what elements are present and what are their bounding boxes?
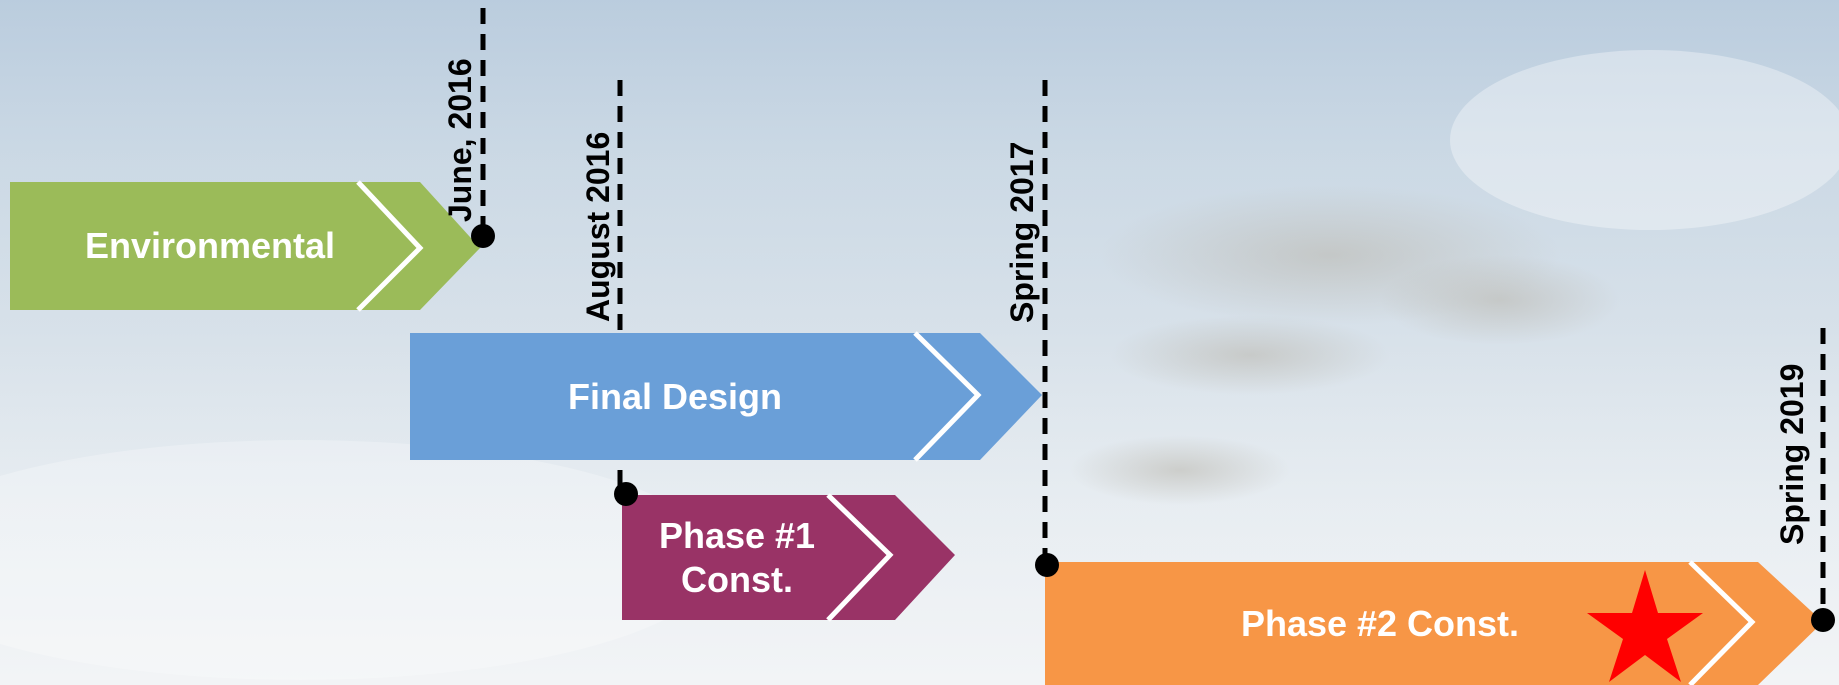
phase-arrow-environmental: [10, 180, 480, 312]
milestone-dot-spring-2017: [1035, 553, 1059, 577]
milestone-dot-june-2016: [471, 224, 495, 248]
milestone-label-spring-2017: Spring 2017: [1004, 141, 1040, 323]
phase-arrow-phase-2-const: [1045, 560, 1823, 685]
milestone-dot-spring-2019: [1811, 608, 1835, 632]
phase-arrow-final-design: [410, 331, 1042, 462]
milestone-label-august-2016: August 2016: [580, 131, 616, 322]
star-icon: [1587, 570, 1703, 682]
phase-arrow-phase-1-const: [622, 493, 955, 622]
milestone-dot-august-2016: [614, 482, 638, 506]
milestone-label-spring-2019: Spring 2019: [1774, 363, 1810, 545]
milestone-label-june-2016: June, 2016: [442, 58, 478, 222]
